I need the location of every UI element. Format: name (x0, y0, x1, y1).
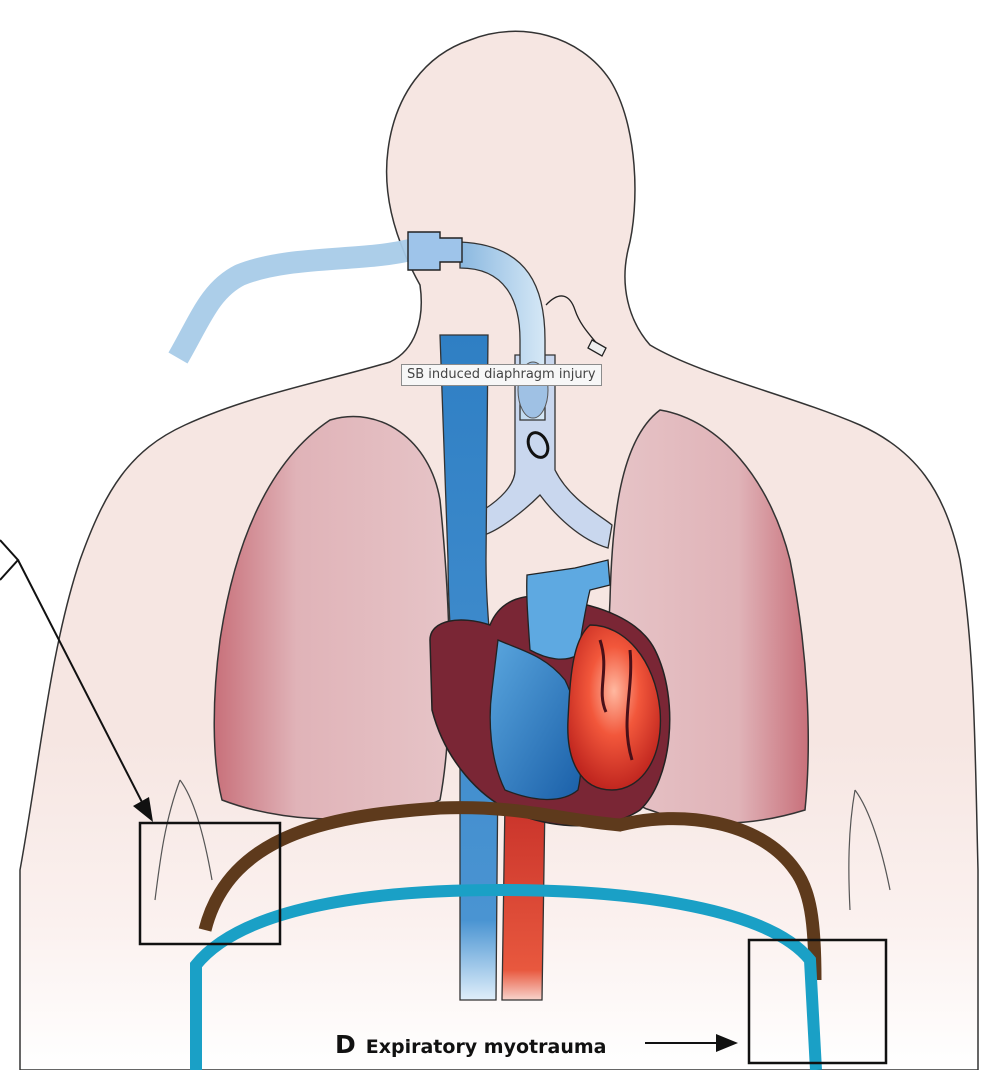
panel-letter: D (335, 1030, 356, 1059)
panel-title: Expiratory myotrauma (366, 1036, 607, 1058)
ventilator-hose (178, 250, 410, 358)
panel-label: D Expiratory myotrauma (335, 1030, 606, 1059)
brace-partial (0, 540, 18, 580)
tooltip: SB induced diaphragm injury (401, 364, 602, 386)
descending-aorta (502, 800, 545, 1000)
